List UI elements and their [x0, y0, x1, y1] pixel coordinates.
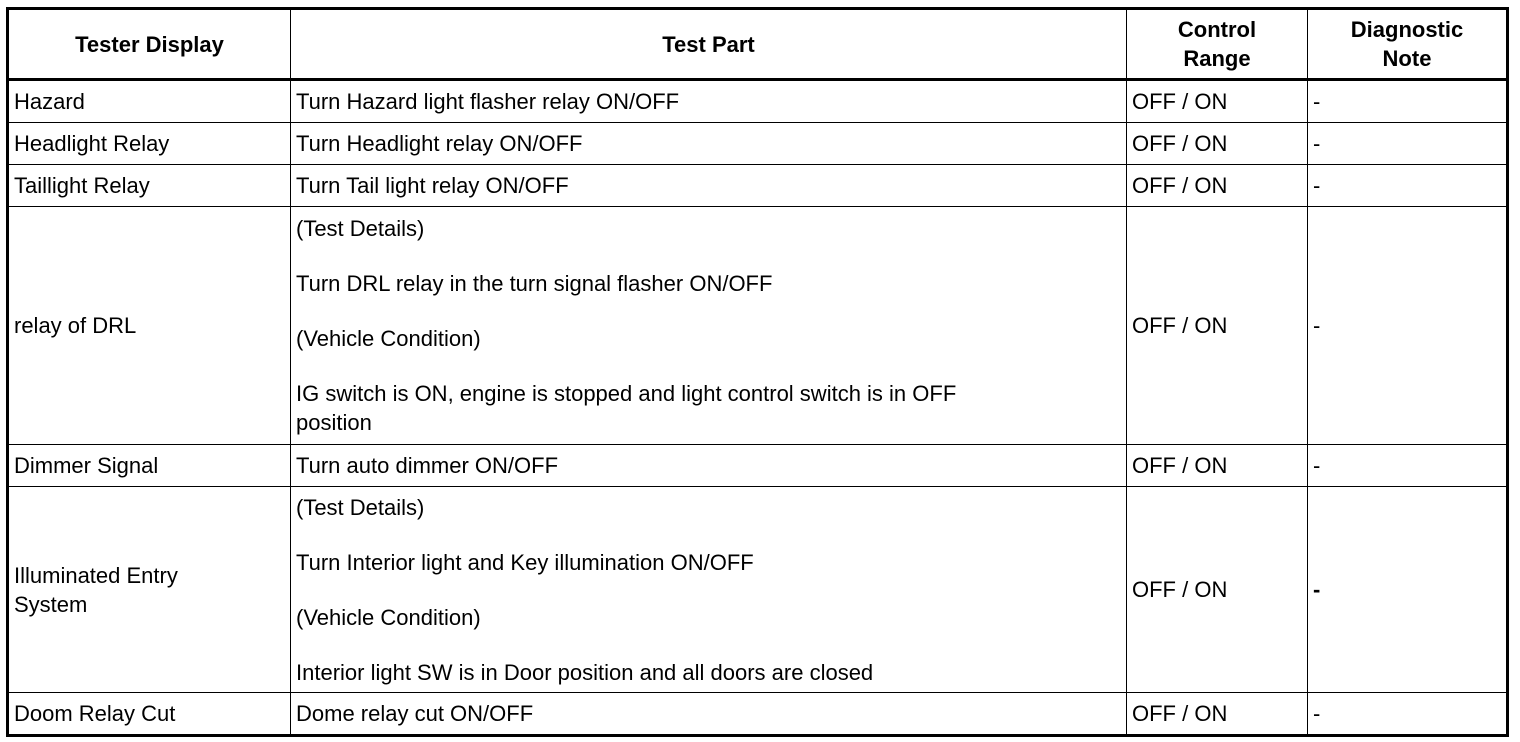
test-part-line: Turn DRL relay in the turn signal flashe…	[296, 271, 773, 296]
cell-test-part: Turn Hazard light flasher relay ON/OFF	[290, 79, 1127, 123]
table-header-row: Tester Display Test Part Control Range D…	[7, 8, 1508, 81]
test-part-line: IG switch is ON, engine is stopped and l…	[296, 381, 957, 406]
test-part-line: (Test Details)	[296, 494, 425, 520]
cell-diagnostic-note: -	[1307, 122, 1508, 165]
cell-tester-display: Doom Relay Cut	[7, 692, 291, 736]
table-row: relay of DRL (Test Details) Turn DRL rel…	[7, 206, 1508, 445]
header-diagnostic-note: Diagnostic Note	[1307, 8, 1508, 81]
test-part-line: position	[296, 410, 372, 435]
test-part-line: Turn Interior light and Key illumination…	[296, 549, 754, 575]
header-tester-display: Tester Display	[7, 8, 291, 81]
header-test-part: Test Part	[290, 8, 1127, 81]
cell-tester-display: Dimmer Signal	[7, 444, 291, 487]
cell-test-part: (Test Details) Turn Interior light and K…	[290, 486, 1127, 693]
table-row: Illuminated Entry System (Test Details) …	[7, 486, 1508, 693]
test-part-line: (Vehicle Condition)	[296, 604, 481, 630]
cell-test-part: Turn auto dimmer ON/OFF	[290, 444, 1127, 487]
cell-tester-display: Hazard	[7, 79, 291, 123]
cell-test-part: (Test Details) Turn DRL relay in the tur…	[290, 206, 1127, 445]
tester-display-line: System	[14, 591, 88, 617]
cell-diagnostic-note: -	[1307, 486, 1508, 693]
cell-control-range: OFF / ON	[1126, 486, 1308, 693]
cell-diagnostic-note: -	[1307, 692, 1508, 736]
header-diagnostic-note-line: Diagnostic	[1350, 17, 1464, 42]
cell-tester-display: relay of DRL	[7, 206, 291, 445]
test-part-line: Interior light SW is in Door position an…	[296, 659, 874, 685]
cell-tester-display: Headlight Relay	[7, 122, 291, 165]
cell-diagnostic-note: -	[1307, 206, 1508, 445]
cell-control-range: OFF / ON	[1126, 692, 1308, 736]
tester-display-line: Illuminated Entry	[14, 562, 178, 588]
cell-control-range: OFF / ON	[1126, 206, 1308, 445]
cell-test-part: Turn Tail light relay ON/OFF	[290, 164, 1127, 207]
header-control-range-line: Range	[1183, 46, 1251, 71]
active-test-table: Tester Display Test Part Control Range D…	[6, 7, 1509, 737]
cell-test-part: Turn Headlight relay ON/OFF	[290, 122, 1127, 165]
cell-control-range: OFF / ON	[1126, 164, 1308, 207]
cell-control-range: OFF / ON	[1126, 444, 1308, 487]
cell-test-part: Dome relay cut ON/OFF	[290, 692, 1127, 736]
test-part-line: (Test Details)	[296, 216, 425, 241]
table-row: Hazard Turn Hazard light flasher relay O…	[7, 79, 1508, 123]
header-control-range-line: Control	[1177, 17, 1257, 42]
cell-tester-display: Illuminated Entry System	[7, 486, 291, 693]
cell-diagnostic-note: -	[1307, 444, 1508, 487]
table-row: Doom Relay Cut Dome relay cut ON/OFF OFF…	[7, 692, 1508, 736]
table-row: Taillight Relay Turn Tail light relay ON…	[7, 164, 1508, 207]
header-control-range: Control Range	[1126, 8, 1308, 81]
header-diagnostic-note-line: Note	[1382, 46, 1432, 71]
cell-tester-display: Taillight Relay	[7, 164, 291, 207]
test-part-line: (Vehicle Condition)	[296, 326, 481, 351]
table-row: Headlight Relay Turn Headlight relay ON/…	[7, 122, 1508, 165]
cell-control-range: OFF / ON	[1126, 122, 1308, 165]
cell-diagnostic-note: -	[1307, 164, 1508, 207]
table-row: Dimmer Signal Turn auto dimmer ON/OFF OF…	[7, 444, 1508, 487]
cell-diagnostic-note: -	[1307, 79, 1508, 123]
cell-control-range: OFF / ON	[1126, 79, 1308, 123]
